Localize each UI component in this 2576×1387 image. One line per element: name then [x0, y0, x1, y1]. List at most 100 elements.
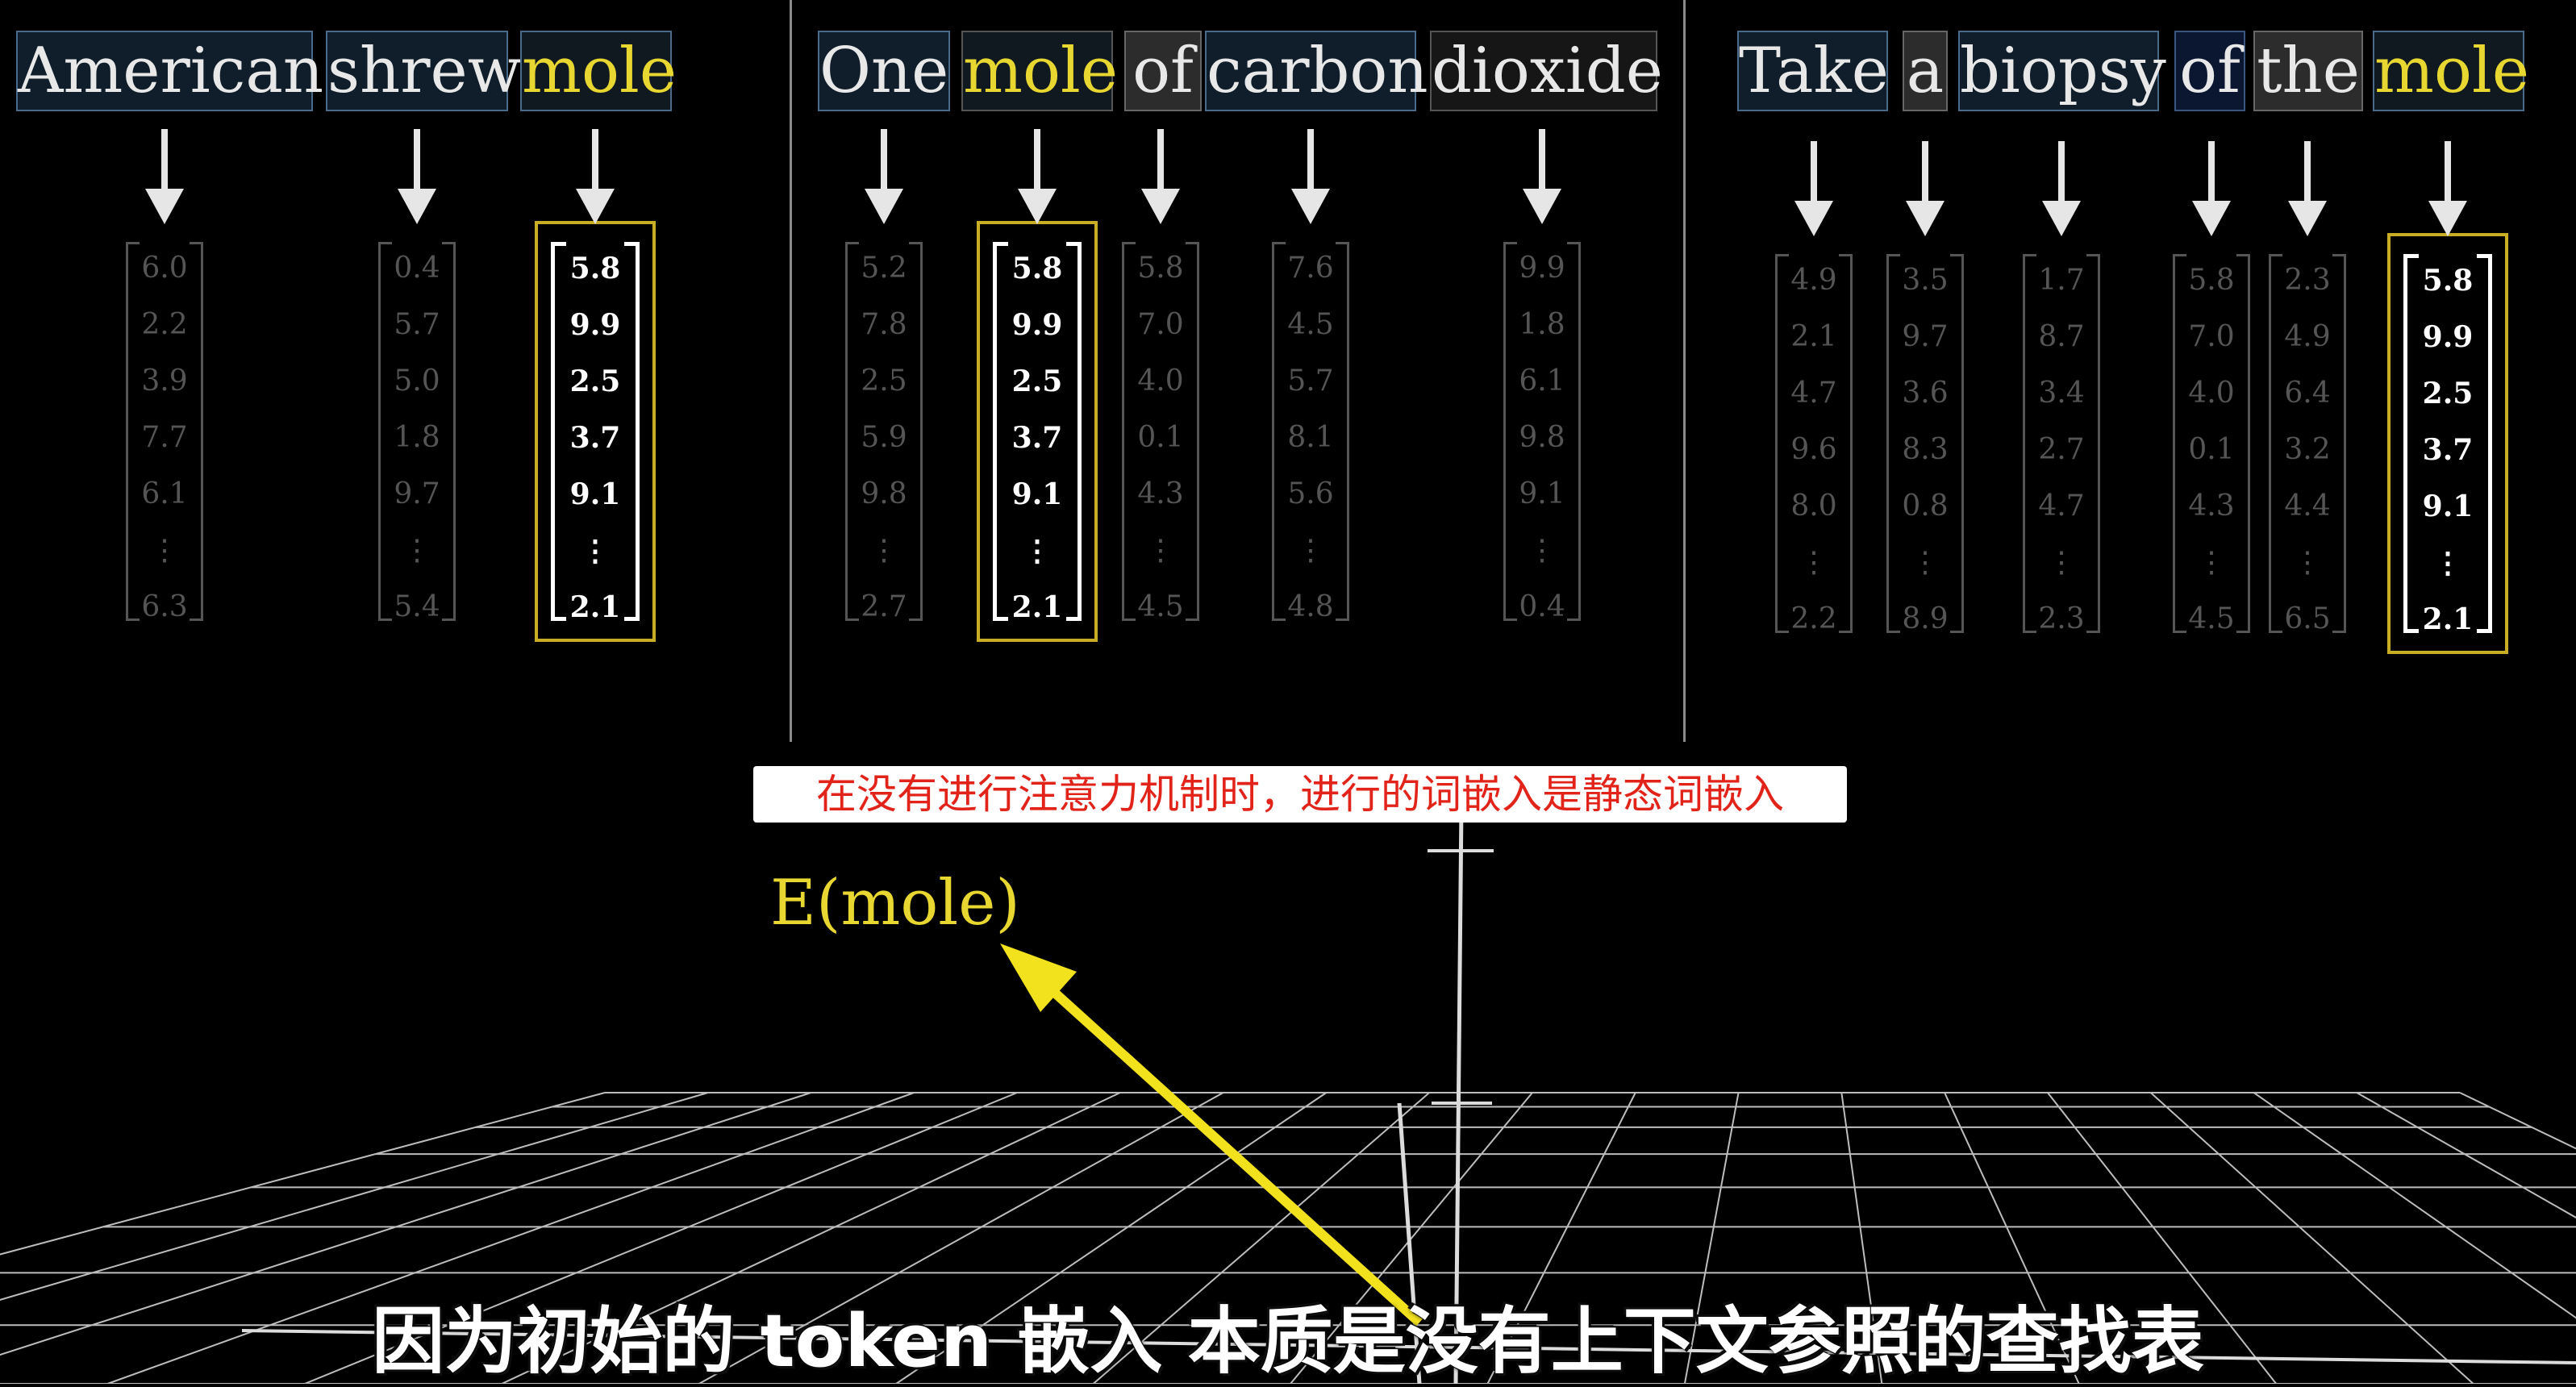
down-arrow-icon — [1794, 141, 1833, 236]
down-arrow-icon — [2192, 141, 2231, 236]
z-axis — [1453, 806, 1464, 1384]
ellipsis: ⋮ — [2433, 546, 2462, 580]
vector-value: 2.1 — [569, 590, 621, 624]
vector-value: 2.3 — [2038, 602, 2085, 635]
vector-value: 5.9 — [861, 421, 907, 454]
bracket-left — [1272, 242, 1286, 621]
vector-value: 9.7 — [394, 477, 440, 510]
vector-value: 9.7 — [1902, 320, 1949, 353]
bracket-left — [2023, 254, 2036, 633]
down-arrow-icon — [1018, 129, 1057, 224]
bracket-left — [1775, 254, 1789, 633]
vector-value: 3.9 — [141, 364, 188, 398]
grid-line — [698, 1092, 1224, 1384]
bracket-right — [909, 242, 923, 621]
vector-value: 2.7 — [861, 590, 907, 623]
down-arrow-icon — [1906, 141, 1945, 236]
vector-value: 4.5 — [2188, 602, 2235, 635]
bracket-left — [378, 242, 392, 621]
ellipsis: ⋮ — [402, 534, 431, 567]
vector-value: 9.9 — [2422, 320, 2474, 354]
vector-value: 9.1 — [569, 477, 621, 511]
grid-line — [1944, 1092, 2080, 1384]
token-biopsy: biopsy — [1958, 31, 2166, 111]
token-dioxide: dioxide — [1430, 31, 1663, 111]
bracket-right — [2086, 254, 2100, 633]
annotation-note: 在没有进行注意力机制时，进行的词嵌入是静态词嵌入 — [753, 766, 1847, 823]
vector-value: 7.8 — [861, 308, 907, 341]
ellipsis: ⋮ — [1296, 534, 1325, 567]
vector-value: 4.4 — [2284, 489, 2331, 523]
vector-value: 5.6 — [1287, 477, 1334, 510]
vector-value: 7.0 — [1137, 308, 1184, 341]
vector-value: 6.1 — [1519, 364, 1565, 398]
subtitle: 因为初始的 token 嵌入 本质是没有上下文参照的查找表 — [372, 1299, 2204, 1384]
vector-value: 7.6 — [1287, 252, 1334, 285]
bracket-right — [190, 242, 203, 621]
bracket-left — [2173, 254, 2186, 633]
bracket-left — [993, 242, 1008, 621]
grid-line — [0, 1092, 606, 1256]
vector-value: 0.4 — [394, 252, 440, 285]
axis-line — [1397, 1102, 1422, 1384]
token-carbon: carbon — [1205, 31, 1428, 111]
grid-line — [1840, 1092, 1883, 1384]
bracket-right — [442, 242, 456, 621]
down-arrow-icon — [1523, 129, 1561, 224]
vector-value: 9.1 — [1011, 477, 1063, 511]
bracket-right — [1186, 242, 1199, 621]
vector-value: 9.1 — [1519, 477, 1565, 510]
vector-value: 8.1 — [1287, 421, 1334, 454]
vector-value: 8.9 — [1902, 602, 1949, 635]
down-arrow-icon — [2042, 141, 2081, 236]
vector-value: 2.5 — [569, 364, 621, 398]
ellipsis: ⋮ — [581, 534, 610, 568]
grid-line — [1486, 1092, 1636, 1384]
ellipsis: ⋮ — [1799, 546, 1828, 579]
highlight-frame — [535, 221, 656, 642]
vector-value: 4.7 — [1790, 377, 1837, 410]
grid-line — [1683, 1092, 1740, 1384]
vector-value: 2.5 — [2422, 377, 2474, 410]
vector-value: 4.9 — [1790, 264, 1837, 297]
token-of: of — [1124, 31, 1202, 111]
vector-value: 4.7 — [2038, 489, 2085, 523]
vector-value: 2.2 — [141, 308, 188, 341]
vector-value: 9.8 — [1519, 421, 1565, 454]
vector-value: 0.1 — [2188, 433, 2235, 466]
vector-value: 4.5 — [1287, 308, 1334, 341]
vector-value: 4.3 — [2188, 489, 2235, 523]
vector-value: 5.7 — [394, 308, 440, 341]
highlight-frame — [2387, 233, 2508, 654]
vector-value: 5.2 — [861, 252, 907, 285]
vector-value: 9.1 — [2422, 489, 2474, 523]
token-american: American — [16, 31, 323, 111]
ellipsis: ⋮ — [2047, 546, 2076, 579]
vector-value: 3.2 — [2284, 433, 2331, 466]
grid-line — [2149, 1092, 2474, 1384]
down-arrow-icon — [398, 129, 436, 224]
vector-value: 5.8 — [1011, 252, 1063, 285]
token-shrew: shrew — [326, 31, 521, 111]
vector-value: 0.1 — [1137, 421, 1184, 454]
token-take: Take — [1737, 31, 1889, 111]
bracket-right — [2477, 254, 2492, 633]
panel-divider-1 — [790, 0, 792, 742]
bracket-left — [126, 242, 140, 621]
vector-value: 9.9 — [569, 308, 621, 342]
vector-value: 9.9 — [1519, 252, 1565, 285]
down-arrow-icon — [2288, 141, 2327, 236]
vector-value: 9.9 — [1011, 308, 1063, 342]
vector-value: 1.8 — [394, 421, 440, 454]
vector-value: 3.5 — [1902, 264, 1949, 297]
vector-value: 6.5 — [2284, 602, 2331, 635]
vector-value: 2.1 — [1011, 590, 1063, 624]
